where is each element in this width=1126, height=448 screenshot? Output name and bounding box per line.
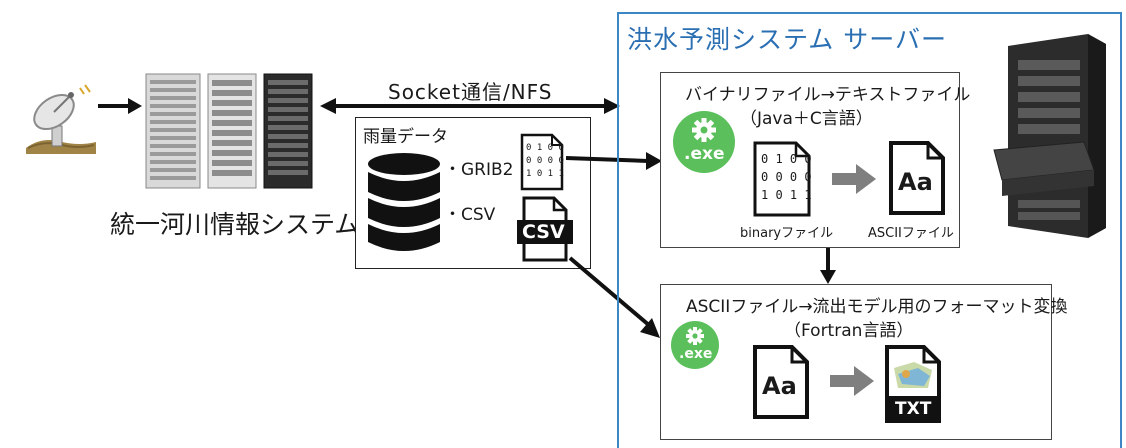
rain-data-title: 雨量データ: [363, 127, 448, 147]
binary-row: 1 0 1 1: [526, 169, 564, 179]
arrow-stage1-to-stage2: [818, 248, 838, 284]
satellite-dish-icon: [22, 82, 100, 160]
binary-row: 0 0 0 0: [761, 170, 812, 184]
system-label: 統一河川情報システム: [110, 210, 360, 239]
stage2-subtitle: （Fortran言語）: [784, 321, 914, 341]
csv-icon-text: CSV: [522, 221, 565, 243]
txt-icon-text: TXT: [895, 399, 932, 419]
exe-label: .exe: [679, 346, 713, 362]
bidirectional-arrow: [320, 96, 620, 116]
binary-row: 0 1 0 0: [526, 143, 564, 153]
gray-arrow-icon: [832, 164, 876, 194]
server-tower-icon: [988, 30, 1112, 242]
ascii-caption: ASCIIファイル: [868, 226, 954, 241]
binary-row: 1 0 1 1: [761, 188, 812, 202]
ascii-file-icon: Aa: [752, 344, 810, 420]
arrow-grib2-to-stage1: [566, 150, 662, 170]
binary-file-icon: 0 1 0 0 0 0 0 0 1 0 1 1: [752, 140, 812, 218]
stage1-subtitle: （Java＋C言語）: [740, 109, 873, 129]
exe-gear-icon: .exe: [670, 320, 720, 370]
server-title: 洪水予測システム サーバー: [627, 25, 947, 54]
stage1-title: バイナリファイル→テキストファイル: [685, 85, 971, 105]
server-rack-icon: [144, 72, 202, 192]
stage2-box: [660, 284, 1052, 440]
server-rack-icon: [206, 72, 258, 192]
link-label: Socket通信/NFS: [388, 80, 553, 104]
exe-label: .exe: [684, 144, 725, 164]
server-rack-icon: [262, 72, 314, 192]
binary-row: 0 0 0 0: [526, 156, 564, 166]
csv-file-icon: CSV: [516, 196, 574, 262]
binary-row: 0 1 0 0: [761, 152, 812, 166]
ascii-file-icon: Aa: [888, 140, 946, 216]
gray-arrow-icon: [830, 366, 874, 396]
ascii-icon-text: Aa: [762, 372, 797, 400]
rain-format-grib2: ・GRIB2: [444, 160, 514, 180]
arrow-dish-to-servers: [98, 96, 142, 116]
rain-format-csv: ・CSV: [444, 205, 496, 225]
binary-file-icon: 0 1 0 0 0 0 0 0 1 0 1 1: [520, 133, 564, 191]
server-area: [617, 12, 1122, 448]
binary-caption: binaryファイル: [740, 226, 834, 241]
exe-gear-icon: .exe: [672, 110, 736, 174]
stage2-title: ASCIIファイル→流出モデル用のフォーマット変換: [686, 297, 1068, 317]
txt-file-icon: TXT: [884, 344, 942, 424]
ascii-icon-text: Aa: [898, 168, 933, 196]
arrow-csv-to-stage2: [568, 256, 664, 340]
database-icon: [366, 152, 442, 258]
